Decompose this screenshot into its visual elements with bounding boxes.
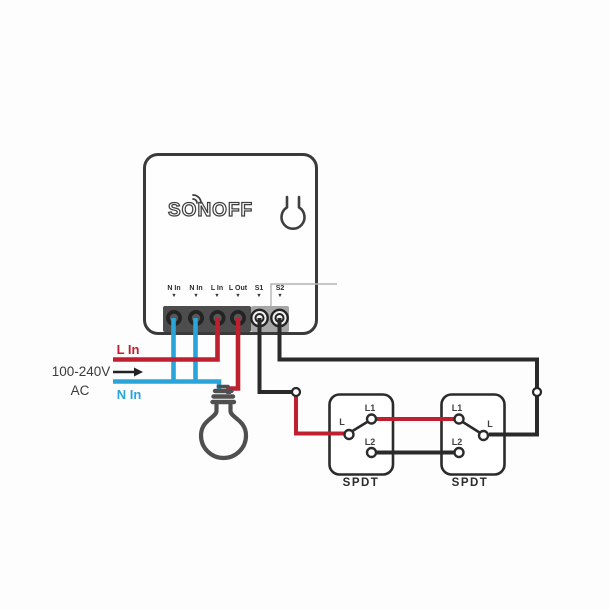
switch2-lever [460,420,481,434]
switch2-l2-label: L2 [451,437,463,447]
switch1-l2-contact [365,446,378,459]
switch2-l1-contact [453,413,465,425]
terminal-label-s2: S2 [275,285,285,292]
switch2-l1-label: L1 [451,403,463,413]
switch1-l1-contact [365,413,378,425]
terminal-label-n-in-2: N In [189,285,203,292]
junction-node-right [531,386,543,398]
wire-live-in [113,318,220,362]
light-bulb [198,384,249,461]
down-arrow-icon: ▼ [277,293,283,299]
sonoff-logo: SONOFF [167,199,254,221]
wire-s2 [277,318,539,437]
terminal-label-s1: S1 [254,285,264,292]
live-in-label: L In [116,342,140,357]
wire-neutral [113,318,222,392]
switch2-l2-contact [453,446,465,459]
switch2-common-contact [477,429,490,442]
arrow-right-icon [113,367,143,377]
switch2-type-label: SPDT [451,477,489,489]
switch1-common-contact [343,428,355,441]
down-arrow-icon: ▼ [214,293,220,299]
wire-s1-to-switch1 [294,396,345,436]
junction-node-left [290,386,302,398]
wire-s1 [257,318,292,394]
terminal-label-l-out: L Out [228,285,248,292]
terminal-label-l-in: L In [210,285,224,292]
down-arrow-icon: ▼ [193,293,199,299]
terminal-label-n-in-1: N In [167,285,181,292]
down-arrow-icon: ▼ [256,293,262,299]
switch1-common-label: L [339,417,345,427]
switch2-common-label: L [487,419,493,429]
switch1-type-label: SPDT [342,477,380,489]
sonoff-device: SONOFF [143,153,318,335]
neutral-in-label: N In [116,387,142,402]
switch1-l1-label: L1 [364,403,376,413]
switch1-lever [351,420,370,433]
down-arrow-icon: ▼ [235,293,241,299]
voltage-label: 100-240V [51,364,111,379]
switch1-l2-label: L2 [364,437,376,447]
wifi-signal-icon [192,194,202,204]
touch-button-icon [280,195,306,231]
callout-leader-line [270,283,337,306]
down-arrow-icon: ▼ [171,293,177,299]
ac-label: AC [70,383,90,398]
terminal-block [163,306,289,332]
